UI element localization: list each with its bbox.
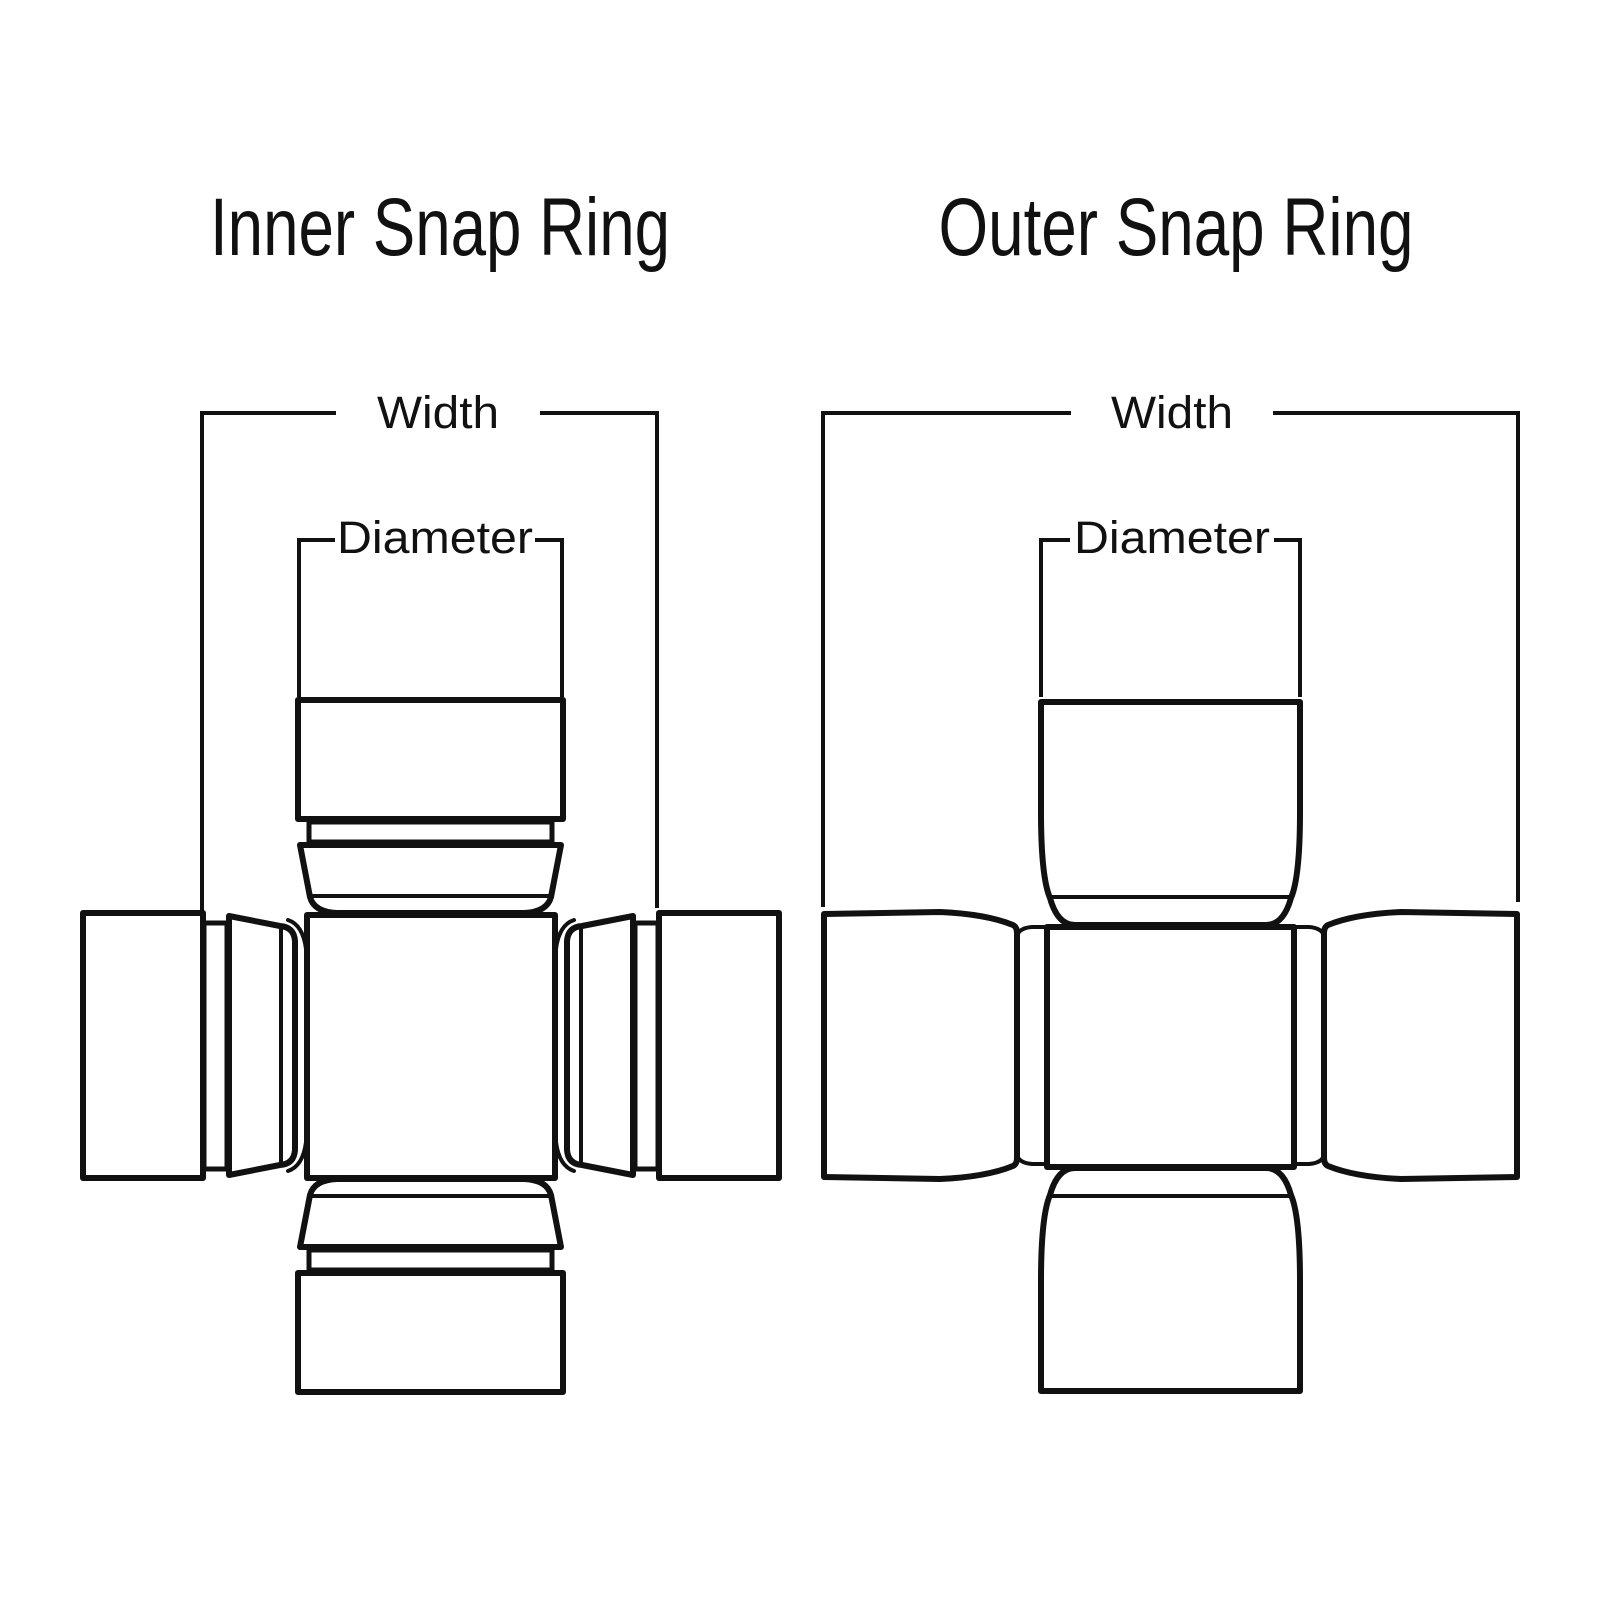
diameter-label: Diameter	[1074, 512, 1270, 563]
width-dimension-bracket	[200, 411, 659, 911]
bearing-cap	[1321, 909, 1520, 1182]
bearing-cap	[821, 909, 1020, 1182]
bearing-cap	[1038, 1165, 1303, 1394]
snap-ring	[201, 920, 230, 1172]
trunnion-fillet	[1292, 925, 1326, 938]
bearing-cup	[297, 842, 564, 916]
u-joint-drawing	[80, 697, 782, 1395]
cross-body	[304, 912, 558, 1181]
bearing-cap	[656, 910, 782, 1181]
trunnion-fillet	[1292, 1153, 1326, 1166]
trunnion-fillet	[1015, 925, 1049, 938]
cross-body	[1044, 924, 1297, 1170]
bearing-cap	[295, 1270, 566, 1395]
diagram-title: Outer Snap Ring	[939, 182, 1414, 273]
diameter-label: Diameter	[337, 512, 533, 563]
bearing-cup	[226, 913, 298, 1178]
trunnion-fillet	[1015, 1153, 1049, 1166]
outer-snap-ring-diagram: Outer Snap Ring Width Diameter	[821, 182, 1520, 1394]
diagram-title: Inner Snap Ring	[210, 182, 670, 273]
bearing-cap	[80, 910, 206, 1181]
width-dimension-bracket	[821, 411, 1520, 907]
inner-snap-ring-diagram: Inner Snap Ring Width Diameter	[80, 182, 782, 1395]
bearing-cap	[1038, 699, 1303, 928]
width-label: Width	[1111, 387, 1233, 438]
diameter-dimension-bracket	[1039, 538, 1302, 697]
snap-ring	[306, 819, 555, 845]
snap-ring	[632, 920, 661, 1172]
diameter-dimension-bracket	[297, 538, 564, 697]
width-label: Width	[377, 387, 499, 438]
snap-ring	[306, 1247, 555, 1273]
bearing-cap	[295, 697, 566, 822]
bearing-cup	[297, 1176, 564, 1250]
u-joint-drawing	[821, 699, 1520, 1394]
bearing-cup	[564, 913, 636, 1178]
